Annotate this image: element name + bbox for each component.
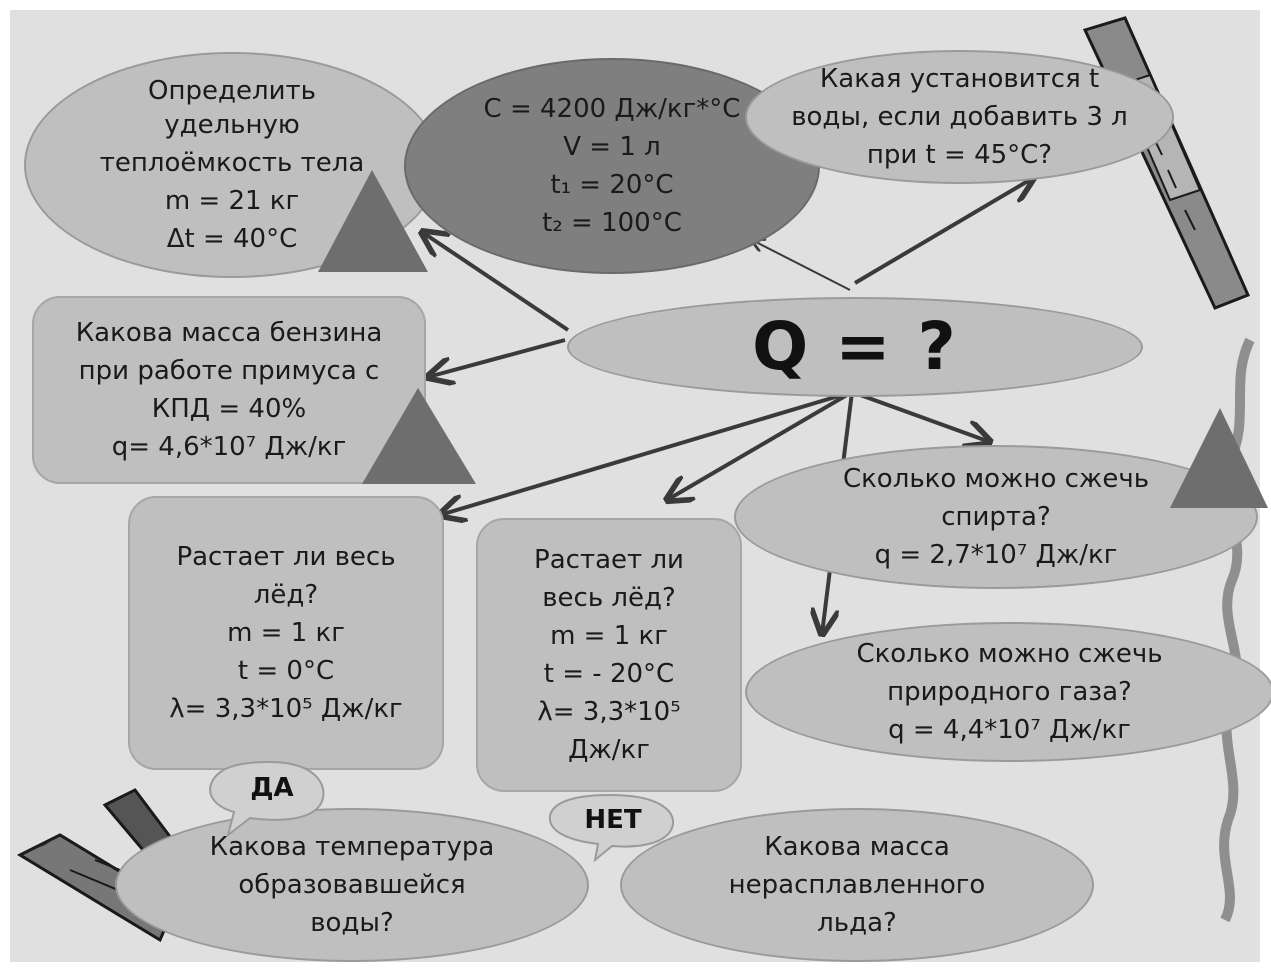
text-line: теплоёмкость тела — [99, 148, 365, 178]
arrow-to-specific-heat — [422, 232, 570, 332]
center-question-node: Q = ? — [567, 297, 1143, 397]
text-line: q = 2,7*10⁷ Дж/кг — [874, 540, 1118, 570]
text-line: Δt = 40°C — [166, 224, 298, 254]
triangle-marker — [318, 170, 428, 272]
text-line: КПД = 40% — [151, 394, 307, 424]
text-line: q = 4,4*10⁷ Дж/кг — [888, 715, 1131, 745]
triangle-marker — [362, 388, 476, 484]
text-line: m = 1 кг — [227, 618, 345, 648]
text-line: Сколько можно сжечь — [856, 639, 1163, 669]
text-line: t₂ = 100°C — [542, 208, 682, 238]
text-line: q= 4,6*10⁷ Дж/кг — [111, 432, 347, 462]
text-line: воды, если добавить 3 л — [791, 102, 1128, 132]
text-line: t₁ = 20°C — [550, 170, 674, 200]
text-line: m = 21 кг — [164, 186, 300, 216]
text-line: при t = 45°C? — [866, 140, 1053, 170]
text-line: Какова масса бензина — [75, 318, 383, 348]
triangle-marker — [1170, 408, 1268, 508]
text-line: при работе примуса с — [78, 356, 380, 386]
petrol-mass-node: Какова масса бензина при работе примуса … — [32, 296, 426, 484]
text-line: Растает ли — [534, 545, 684, 575]
given-data-node: C = 4200 Дж/кг*°C V = 1 л t₁ = 20°C t₂ =… — [404, 58, 820, 274]
water-formed-node: Какова температура образовавшейся воды? — [115, 808, 589, 962]
arrow-to-ice-zero — [440, 390, 853, 515]
text-line: λ= 3,3*10⁵ Дж/кг — [169, 694, 403, 724]
text-line: воды? — [310, 908, 394, 938]
text-line: t = - 20°C — [543, 659, 675, 689]
ice-zero-node: Растает ли весь лёд? m = 1 кг t = 0°C λ=… — [128, 496, 444, 770]
text-line: Сколько можно сжечь — [842, 464, 1150, 494]
yes-bubble — [209, 760, 325, 838]
arrow-to-petrol — [428, 338, 566, 377]
text-line: Какова масса — [764, 832, 950, 862]
alcohol-node: Сколько можно сжечь спирта? q = 2,7*10⁷ … — [734, 445, 1258, 589]
text-line: природного газа? — [887, 677, 1132, 707]
arrow-to-water-temp — [853, 178, 1033, 285]
ice-minus-node: Растает ли весь лёд? m = 1 кг t = - 20°C… — [476, 518, 742, 792]
text-line: Растает ли весь — [176, 542, 396, 572]
text-line: образовавшейся — [238, 870, 466, 900]
no-bubble — [548, 793, 675, 863]
water-temp-node: Какая установится t воды, если добавить … — [745, 50, 1174, 184]
text-line: Какова температура — [209, 832, 495, 862]
text-line: λ= 3,3*10⁵ — [537, 697, 681, 727]
text-line: спирта? — [941, 502, 1051, 532]
arrow-to-given — [752, 240, 851, 291]
text-line: Определить — [148, 76, 316, 106]
text-line: лёд? — [253, 580, 319, 610]
unmelted-ice-node: Какова масса нерасплавленного льда? — [620, 808, 1094, 962]
gas-node: Сколько можно сжечь природного газа? q =… — [745, 622, 1271, 762]
arrow-to-ice-minus — [667, 390, 854, 500]
text-line: нерасплавленного — [728, 870, 986, 900]
text-line: t = 0°C — [237, 656, 335, 686]
arrow-to-alcohol — [851, 390, 990, 442]
text-line: V = 1 л — [563, 132, 661, 162]
text-line: m = 1 кг — [550, 621, 668, 651]
text-line: Какая установится t — [819, 64, 1100, 94]
text-line: C = 4200 Дж/кг*°C — [483, 94, 741, 124]
text-line: Дж/кг — [568, 735, 650, 765]
text-line: удельную — [164, 110, 300, 140]
yes-tag: ДА — [250, 773, 294, 803]
no-tag: НЕТ — [584, 805, 642, 835]
text-line: льда? — [817, 908, 897, 938]
text-line: весь лёд? — [542, 583, 676, 613]
